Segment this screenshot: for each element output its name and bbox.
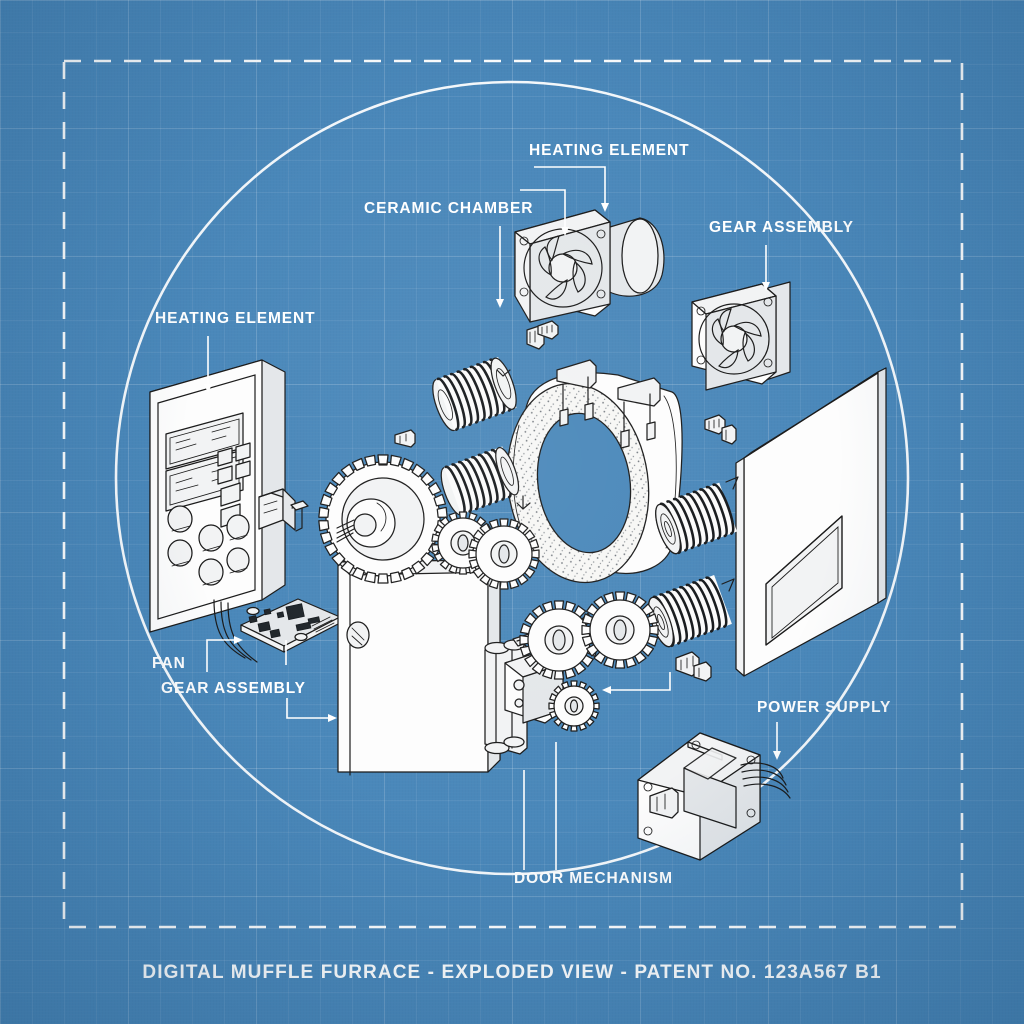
- leader-arrow: [496, 299, 504, 308]
- leader-line: [206, 639, 236, 672]
- label-door-mechanism[interactable]: DOOR MECHANISM: [514, 672, 673, 887]
- gear-small-3: [581, 591, 659, 669]
- leader-line-2: [520, 189, 566, 228]
- pcb: [240, 598, 341, 653]
- leader-arrow: [601, 203, 609, 212]
- fasteners: [394, 320, 739, 682]
- page-title: DIGITAL MUFFLE FURRACE - EXPLODED VIEW -…: [142, 962, 881, 983]
- gear-small-4: [548, 680, 600, 732]
- heating-coil-4: [648, 574, 732, 648]
- label-text: CERAMIC CHAMBER: [364, 200, 533, 217]
- label-heating-element-left[interactable]: HEATING ELEMENT: [155, 310, 315, 393]
- chamber-clip-right: [617, 377, 661, 449]
- leader-arrow: [328, 714, 337, 722]
- label-text: HEATING ELEMENT: [155, 310, 315, 327]
- heating-coil-1: [432, 356, 517, 432]
- circle-guide: [114, 80, 910, 876]
- leader-arrow: [204, 384, 212, 393]
- leader-line-3: [609, 672, 671, 691]
- leader-line: [286, 698, 330, 719]
- label-text: POWER SUPPLY: [757, 699, 891, 716]
- label-gear-assembly-right[interactable]: GEAR ASSEMBLY: [709, 219, 854, 291]
- dashed-border: [62, 59, 964, 929]
- label-heating-element-top[interactable]: HEATING ELEMENT: [529, 142, 689, 212]
- power-connector: [649, 787, 679, 819]
- label-text: GEAR ASSEMBLY: [161, 680, 306, 697]
- label-text: DOOR MECHANISM: [514, 870, 673, 887]
- label-text: HEATING ELEMENT: [529, 142, 689, 159]
- label-text: GEAR ASSEMBLY: [709, 219, 854, 236]
- label-power-supply[interactable]: POWER SUPPLY: [757, 699, 891, 760]
- leader-arrow: [234, 636, 243, 644]
- label-ceramic-chamber[interactable]: CERAMIC CHAMBER: [364, 189, 569, 308]
- label-fan[interactable]: FAN: [152, 636, 243, 672]
- terminal-block: [258, 488, 296, 531]
- label-gear-assembly-left[interactable]: GEAR ASSEMBLY: [161, 640, 337, 722]
- heating-coil-3: [655, 482, 738, 555]
- keypad-round-buttons[interactable]: [167, 505, 250, 586]
- leader-arrow-2: [561, 227, 569, 236]
- control-panel: [149, 359, 309, 663]
- back-panel: [735, 367, 887, 677]
- label-text: FAN: [152, 655, 186, 672]
- leader-arrow: [602, 686, 611, 694]
- leader-arrow: [762, 282, 770, 291]
- chamber-clip-left: [556, 359, 597, 427]
- leader-line: [534, 166, 606, 205]
- fan-rear: [691, 281, 791, 391]
- power-supply: [637, 732, 791, 861]
- heating-coil-2: [440, 446, 520, 516]
- gear-small-2: [468, 518, 540, 590]
- fastener-bracket: [290, 500, 309, 532]
- leader-arrow: [773, 751, 781, 760]
